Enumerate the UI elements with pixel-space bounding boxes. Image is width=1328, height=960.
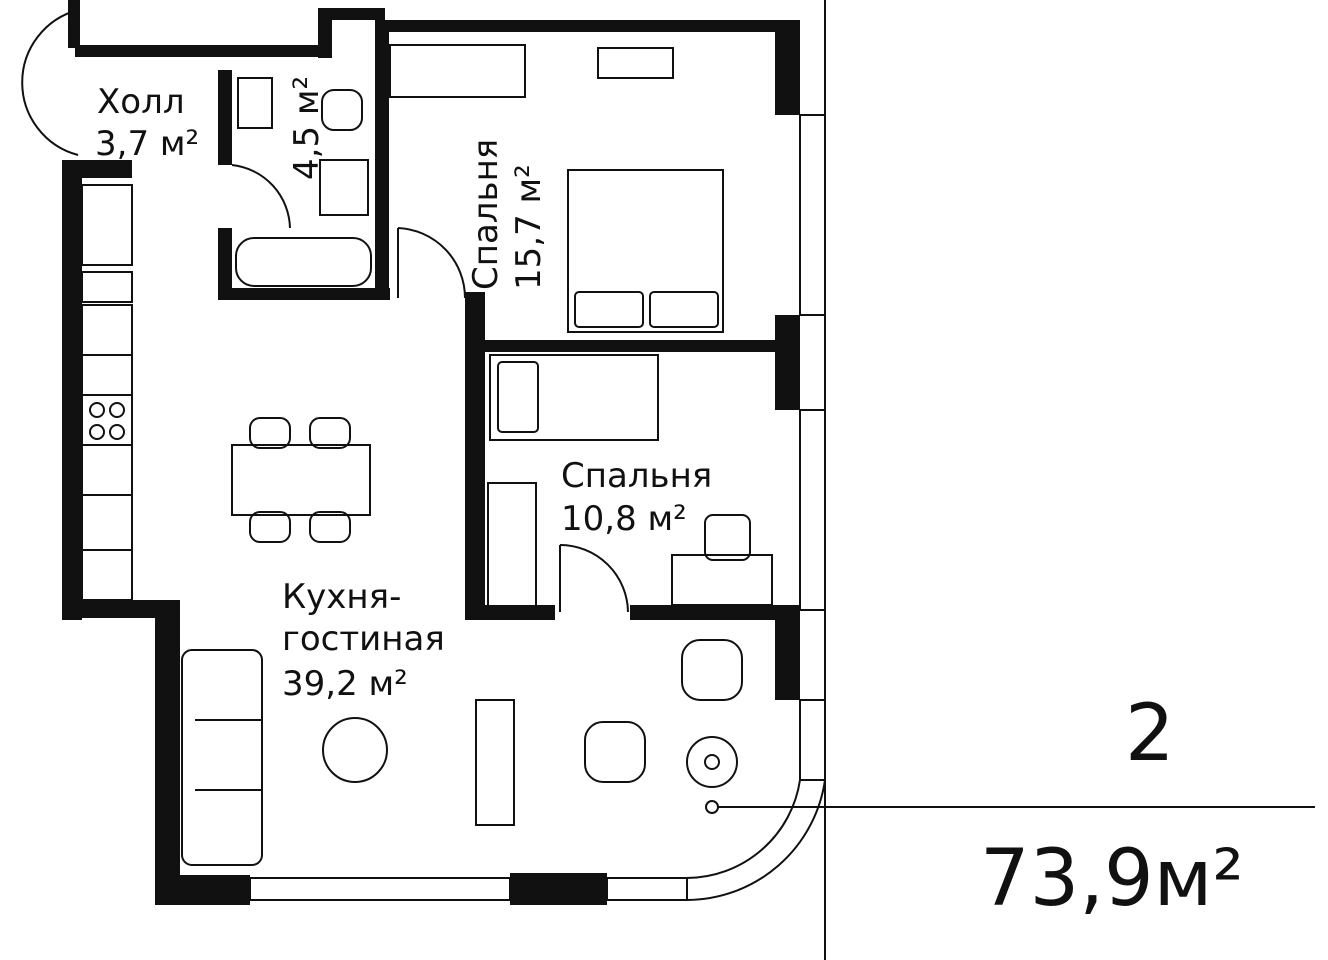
- double-bed: [567, 169, 724, 333]
- sofa: [181, 649, 263, 866]
- bathtub: [235, 237, 372, 287]
- armchair: [584, 721, 646, 783]
- bedroom2-name: Спальня: [561, 456, 712, 496]
- hall-area: 3,7 м²: [95, 124, 199, 164]
- furniture: [81, 44, 773, 866]
- walls: [62, 8, 800, 905]
- living-area: 39,2 м²: [282, 664, 408, 704]
- bedroom1-area: 15,7 м²: [509, 164, 549, 290]
- tv-stand: [475, 699, 515, 826]
- entrance-door: [21, 0, 80, 156]
- tv: [597, 47, 674, 79]
- washing-machine: [237, 77, 273, 129]
- wardrobe-bedroom1: [389, 44, 526, 98]
- toilet: [321, 89, 363, 131]
- doors: [231, 164, 629, 613]
- living-name-1: Кухня-: [282, 577, 401, 617]
- bedroom2-area: 10,8 м²: [561, 499, 687, 539]
- bathroom-area: 4,5 м²: [287, 76, 327, 180]
- total-area: 73,9м²: [980, 834, 1244, 924]
- hall-name: Холл: [97, 82, 185, 122]
- washbasin: [319, 159, 369, 216]
- bedroom1-name: Спальня: [466, 139, 506, 290]
- windows: [249, 0, 826, 960]
- wardrobe-bedroom2: [487, 482, 537, 609]
- coffee-table: [322, 717, 388, 783]
- single-bed: [489, 354, 659, 441]
- rooms-count: 2: [1125, 689, 1175, 779]
- kitchen-cabinet: [81, 184, 133, 266]
- desk: [671, 554, 773, 606]
- living-name-2: гостиная: [282, 619, 445, 659]
- armchair: [681, 639, 743, 701]
- sink: [81, 304, 133, 356]
- dining-table: [231, 444, 371, 516]
- stove: [81, 394, 133, 446]
- area-pointer: [705, 800, 1315, 814]
- desk-chair: [704, 514, 751, 561]
